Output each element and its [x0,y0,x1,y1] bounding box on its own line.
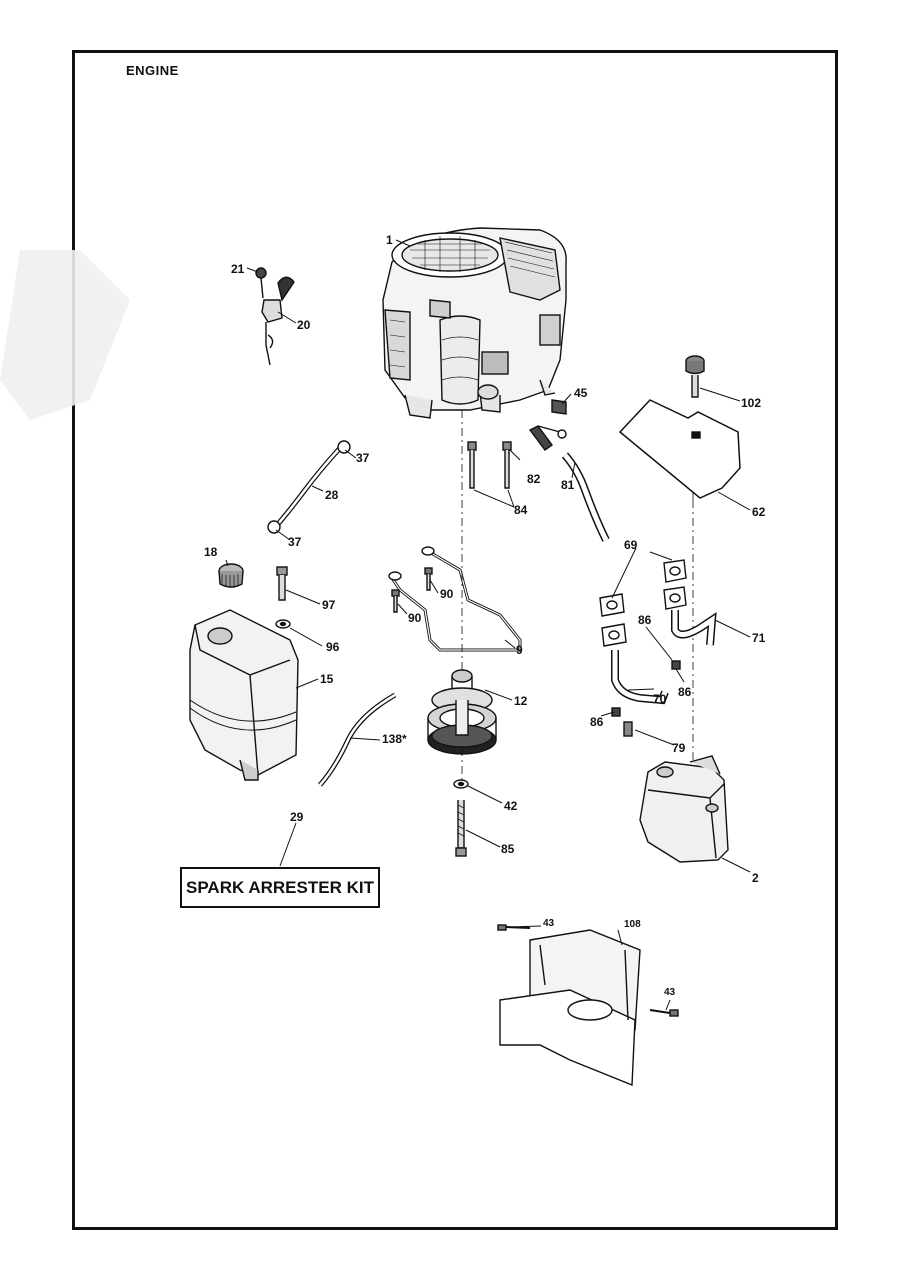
fuel-cap-illustration-icon [218,563,244,588]
callout-85: 85 [501,842,515,856]
fuel-line-illustration-icon [267,440,351,534]
callout-84: 84 [514,503,528,517]
callout-15: 15 [320,672,334,686]
callout-18: 18 [204,545,218,559]
screw-illustration-icon [275,566,291,629]
callout-labels: 1 21 20 37 28 37 18 97 96 15 138* 29 45 … [204,233,766,998]
callout-37-bottom: 37 [288,535,302,549]
watermark [0,250,130,420]
callout-102: 102 [741,396,761,410]
callout-20: 20 [297,318,311,332]
callout-9: 9 [516,643,523,657]
bracket-illustration-icon [388,546,522,652]
callout-108: 108 [624,919,641,930]
center-bolt-illustration-icon [453,779,469,857]
callout-1: 1 [386,233,393,247]
exhaust-pipe-illustration-icon [599,559,717,737]
callout-81: 81 [561,478,575,492]
bolt-illustration-icon [467,441,512,489]
callout-71: 71 [752,631,766,645]
callout-43-right: 43 [664,987,676,998]
mounting-bracket-illustration-icon [497,924,679,1087]
spark-arrester-kit-label: SPARK ARRESTER KIT [180,867,380,908]
section-title: ENGINE [126,63,179,78]
leader-lines [225,239,751,1011]
callout-69: 69 [624,538,638,552]
callout-86-right: 86 [678,685,692,699]
callout-42: 42 [504,799,518,813]
fuel-hose-illustration-icon [318,692,397,787]
callout-138: 138* [382,732,407,746]
callout-79: 79 [672,741,686,755]
fuel-tank-illustration-icon [189,609,299,781]
callout-90-lower: 90 [408,611,422,625]
callout-21: 21 [231,262,245,276]
callout-96: 96 [326,640,340,654]
callout-12: 12 [514,694,528,708]
callout-86-upper: 86 [638,613,652,627]
callout-2: 2 [752,871,759,885]
callout-70: 70 [653,692,667,706]
callout-90-upper: 90 [440,587,454,601]
callout-62: 62 [752,505,766,519]
callout-82: 82 [527,472,541,486]
callout-43-left: 43 [543,918,555,929]
callout-45: 45 [574,386,588,400]
callout-37-top: 37 [356,451,370,465]
callout-28: 28 [325,488,339,502]
muffler-illustration-icon [639,755,729,863]
engine-illustration-icon [382,227,567,419]
dipstick-tube-illustration-icon [255,267,295,366]
callout-97: 97 [322,598,336,612]
oil-drain-valve-illustration-icon [528,399,610,542]
pulley-illustration-icon [427,669,497,755]
heat-shield-illustration-icon [618,355,741,499]
callout-86-lower: 86 [590,715,604,729]
callout-29: 29 [290,810,304,824]
